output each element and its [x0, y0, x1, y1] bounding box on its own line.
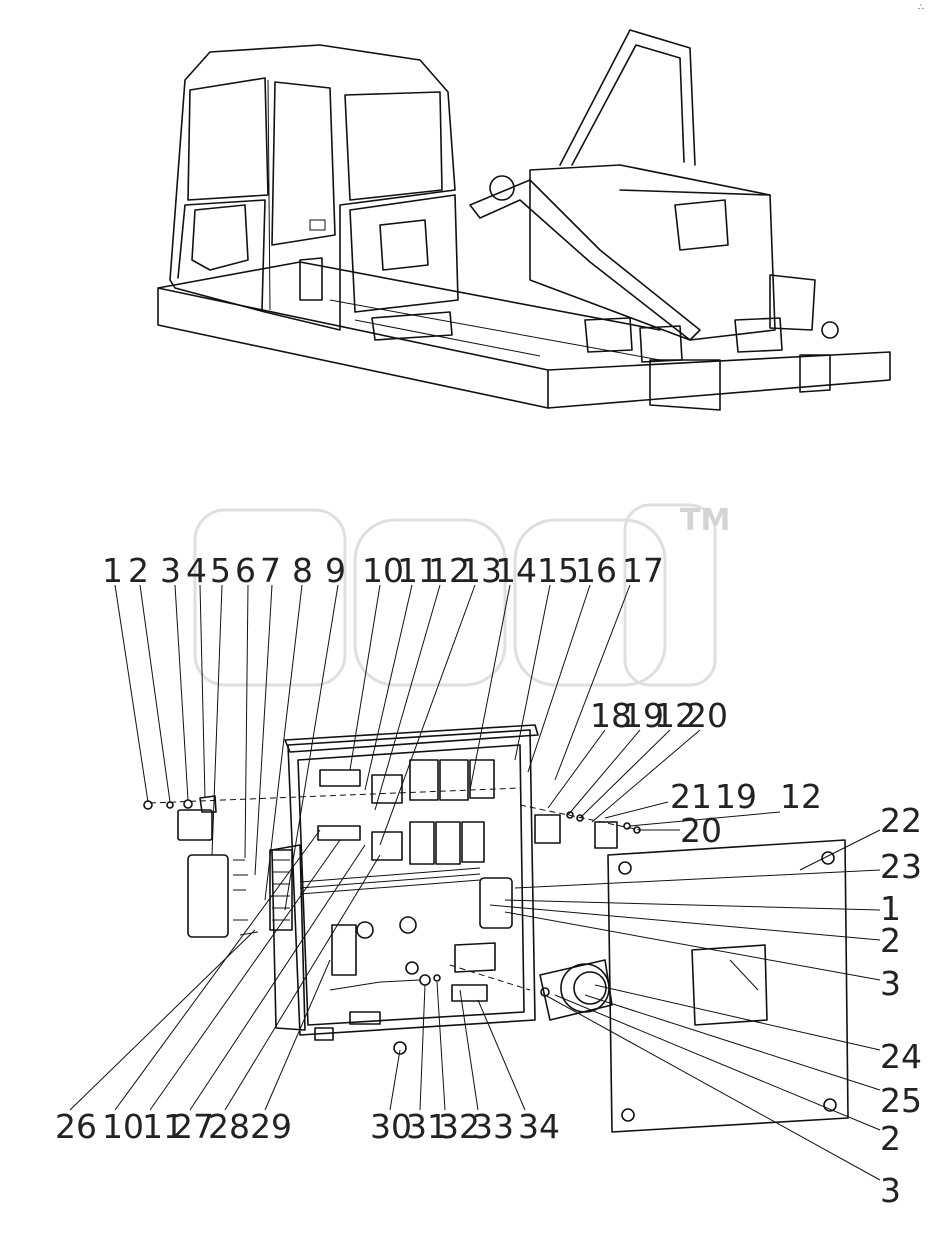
excavator-upper-structure: [157, 29, 891, 411]
callout-31: 31: [406, 1107, 448, 1146]
callout-7: 7: [260, 551, 281, 590]
rotary-switch: [539, 959, 613, 1021]
callout-numbers-bottom-left: 26 10 11 27 28 29: [55, 1107, 292, 1146]
callout-27: 27: [172, 1107, 214, 1146]
watermark-logo: TM: [193, 503, 730, 687]
callout-14: 14: [495, 551, 537, 590]
callout-29: 29: [250, 1107, 292, 1146]
callout-22: 22: [880, 801, 922, 840]
callout-numbers-relay-right: 21 19 12 20: [670, 777, 822, 850]
callout-6: 6: [235, 551, 256, 590]
callout-2c: 2: [880, 1119, 901, 1158]
callout-11: 11: [397, 551, 439, 590]
callout-9: 9: [325, 551, 346, 590]
callout-numbers-bottom-center: 30 31 32 33 34: [370, 1107, 560, 1146]
callout-2b: 2: [880, 921, 901, 960]
callout-20: 20: [686, 696, 728, 735]
callout-18: 18: [590, 696, 632, 735]
callout-numbers-top: 1 2 3 4 5 6 7 8 9 10 11 12 13 14 15 16 1…: [102, 551, 664, 590]
callout-26: 26: [55, 1107, 97, 1146]
cover-plate: [607, 839, 849, 1133]
callout-3: 3: [160, 551, 181, 590]
callout-16: 16: [575, 551, 617, 590]
callout-15: 15: [537, 551, 579, 590]
callout-21: 21: [670, 777, 712, 816]
relay-bank-lower: [317, 821, 485, 865]
callout-1: 1: [102, 551, 123, 590]
callout-17: 17: [622, 551, 664, 590]
callout-25: 25: [880, 1081, 922, 1120]
callout-12c: 12: [780, 777, 822, 816]
callout-30: 30: [370, 1107, 412, 1146]
callout-12: 12: [428, 551, 470, 590]
callout-5: 5: [210, 551, 231, 590]
cab: [169, 44, 456, 331]
callout-20b: 20: [680, 811, 722, 850]
callout-4: 4: [186, 551, 207, 590]
callout-24: 24: [880, 1037, 922, 1076]
exploded-parts-left: [143, 787, 521, 938]
callout-8: 8: [292, 551, 313, 590]
corner-mark: ∴: [918, 3, 924, 13]
callout-32: 32: [438, 1107, 480, 1146]
callout-2: 2: [128, 551, 149, 590]
callout-34: 34: [518, 1107, 560, 1146]
relay-bank-upper: [319, 759, 495, 804]
callout-13: 13: [460, 551, 502, 590]
trademark-label: TM: [680, 503, 730, 538]
electrical-box: [269, 724, 539, 1041]
callout-28: 28: [208, 1107, 250, 1146]
callout-numbers-right-column: 22 23 1 2 3 24 25 2 3: [880, 801, 922, 1210]
callout-1b: 1: [880, 889, 901, 928]
leader-lines: [69, 584, 881, 1181]
callout-3b: 3: [880, 964, 901, 1003]
callout-3c: 3: [880, 1171, 901, 1210]
callout-10: 10: [362, 551, 404, 590]
callout-numbers-mid-right: 18 19 12 20: [590, 696, 728, 735]
callout-10b: 10: [102, 1107, 144, 1146]
callout-23: 23: [880, 847, 922, 886]
callout-19b: 19: [715, 777, 757, 816]
callout-12b: 12: [654, 696, 696, 735]
callout-33: 33: [472, 1107, 514, 1146]
engine-hood: [529, 164, 839, 363]
callout-19: 19: [622, 696, 664, 735]
callout-11b: 11: [142, 1107, 184, 1146]
